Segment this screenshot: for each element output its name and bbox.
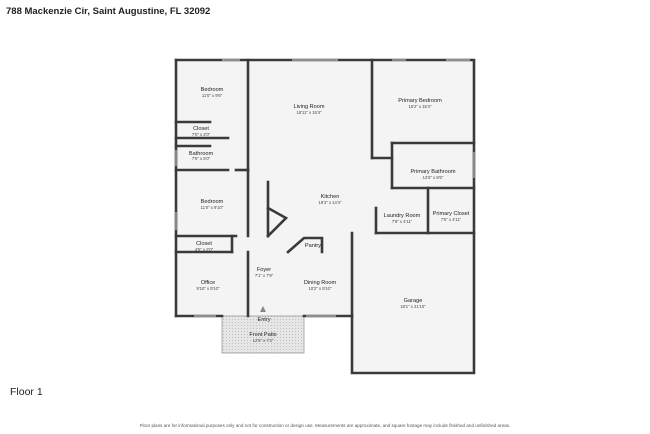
floor-label: Floor 1 [10, 386, 43, 398]
disclaimer-text: Floor plans are for informational purpos… [139, 423, 511, 428]
room-dim-closet-2: 4'6" x 2'0" [195, 247, 214, 252]
room-label-bedroom-2: Bedroom [201, 199, 224, 205]
front-patio-area [221, 315, 305, 354]
room-label-closet-1: Closet [193, 126, 209, 132]
room-dim-bathroom: 7'6" x 5'0" [192, 156, 211, 161]
room-label-living-room: Living Room [293, 104, 324, 110]
property-address: 788 Mackenzie Cir, Saint Augustine, FL 3… [6, 6, 211, 17]
room-dim-primary-bedroom: 16'2" x 15'4" [409, 104, 432, 109]
room-dim-closet-1: 7'0" x 2'0" [192, 132, 211, 137]
room-label-primary-bedroom: Primary Bedroom [398, 98, 442, 104]
room-dim-primary-closet: 7'5" x 4'11" [441, 217, 462, 222]
room-label-dining-room: Dining Room [304, 280, 337, 286]
room-dim-garage: 19'1" x 21'10" [400, 304, 426, 309]
windows [175, 59, 475, 317]
room-label-front-patio: Front Patio [249, 332, 276, 338]
room-dim-kitchen: 19'3" x 14'4" [319, 200, 342, 205]
entry-arrow-icon [260, 306, 266, 312]
room-dim-foyer: 7'1" x 7'9" [255, 273, 274, 278]
room-label-primary-bathroom: Primary Bathroom [410, 169, 455, 175]
garage-floor [352, 233, 474, 373]
room-dim-bedroom-1: 11'0" x 9'6" [202, 93, 223, 98]
room-dim-laundry-room: 7'8" x 4'11" [392, 219, 413, 224]
room-dim-dining-room: 10'2" x 9'10" [309, 286, 332, 291]
room-label-laundry-room: Laundry Room [384, 213, 421, 219]
room-dim-front-patio: 12'5" x 7'2" [253, 338, 274, 343]
room-dim-bedroom-2: 11'0" x 9'10" [201, 205, 224, 210]
room-dim-primary-bathroom: 12'6" x 8'6" [423, 175, 444, 180]
room-label-entry: Entry [257, 317, 270, 323]
room-label-pantry: Pantry [305, 243, 321, 249]
room-label-foyer: Foyer [257, 267, 271, 273]
room-label-closet-2: Closet [196, 241, 212, 247]
room-dim-living-room: 18'11" x 15'4" [297, 110, 322, 115]
room-label-garage: Garage [404, 298, 423, 304]
room-label-bedroom-1: Bedroom [201, 87, 224, 93]
room-label-bathroom: Bathroom [189, 151, 214, 157]
room-label-office: Office [201, 280, 216, 286]
room-label-primary-closet: Primary Closet [433, 211, 470, 217]
room-dim-office: 9'10" x 9'10" [197, 286, 220, 291]
room-label-kitchen: Kitchen [321, 194, 340, 200]
